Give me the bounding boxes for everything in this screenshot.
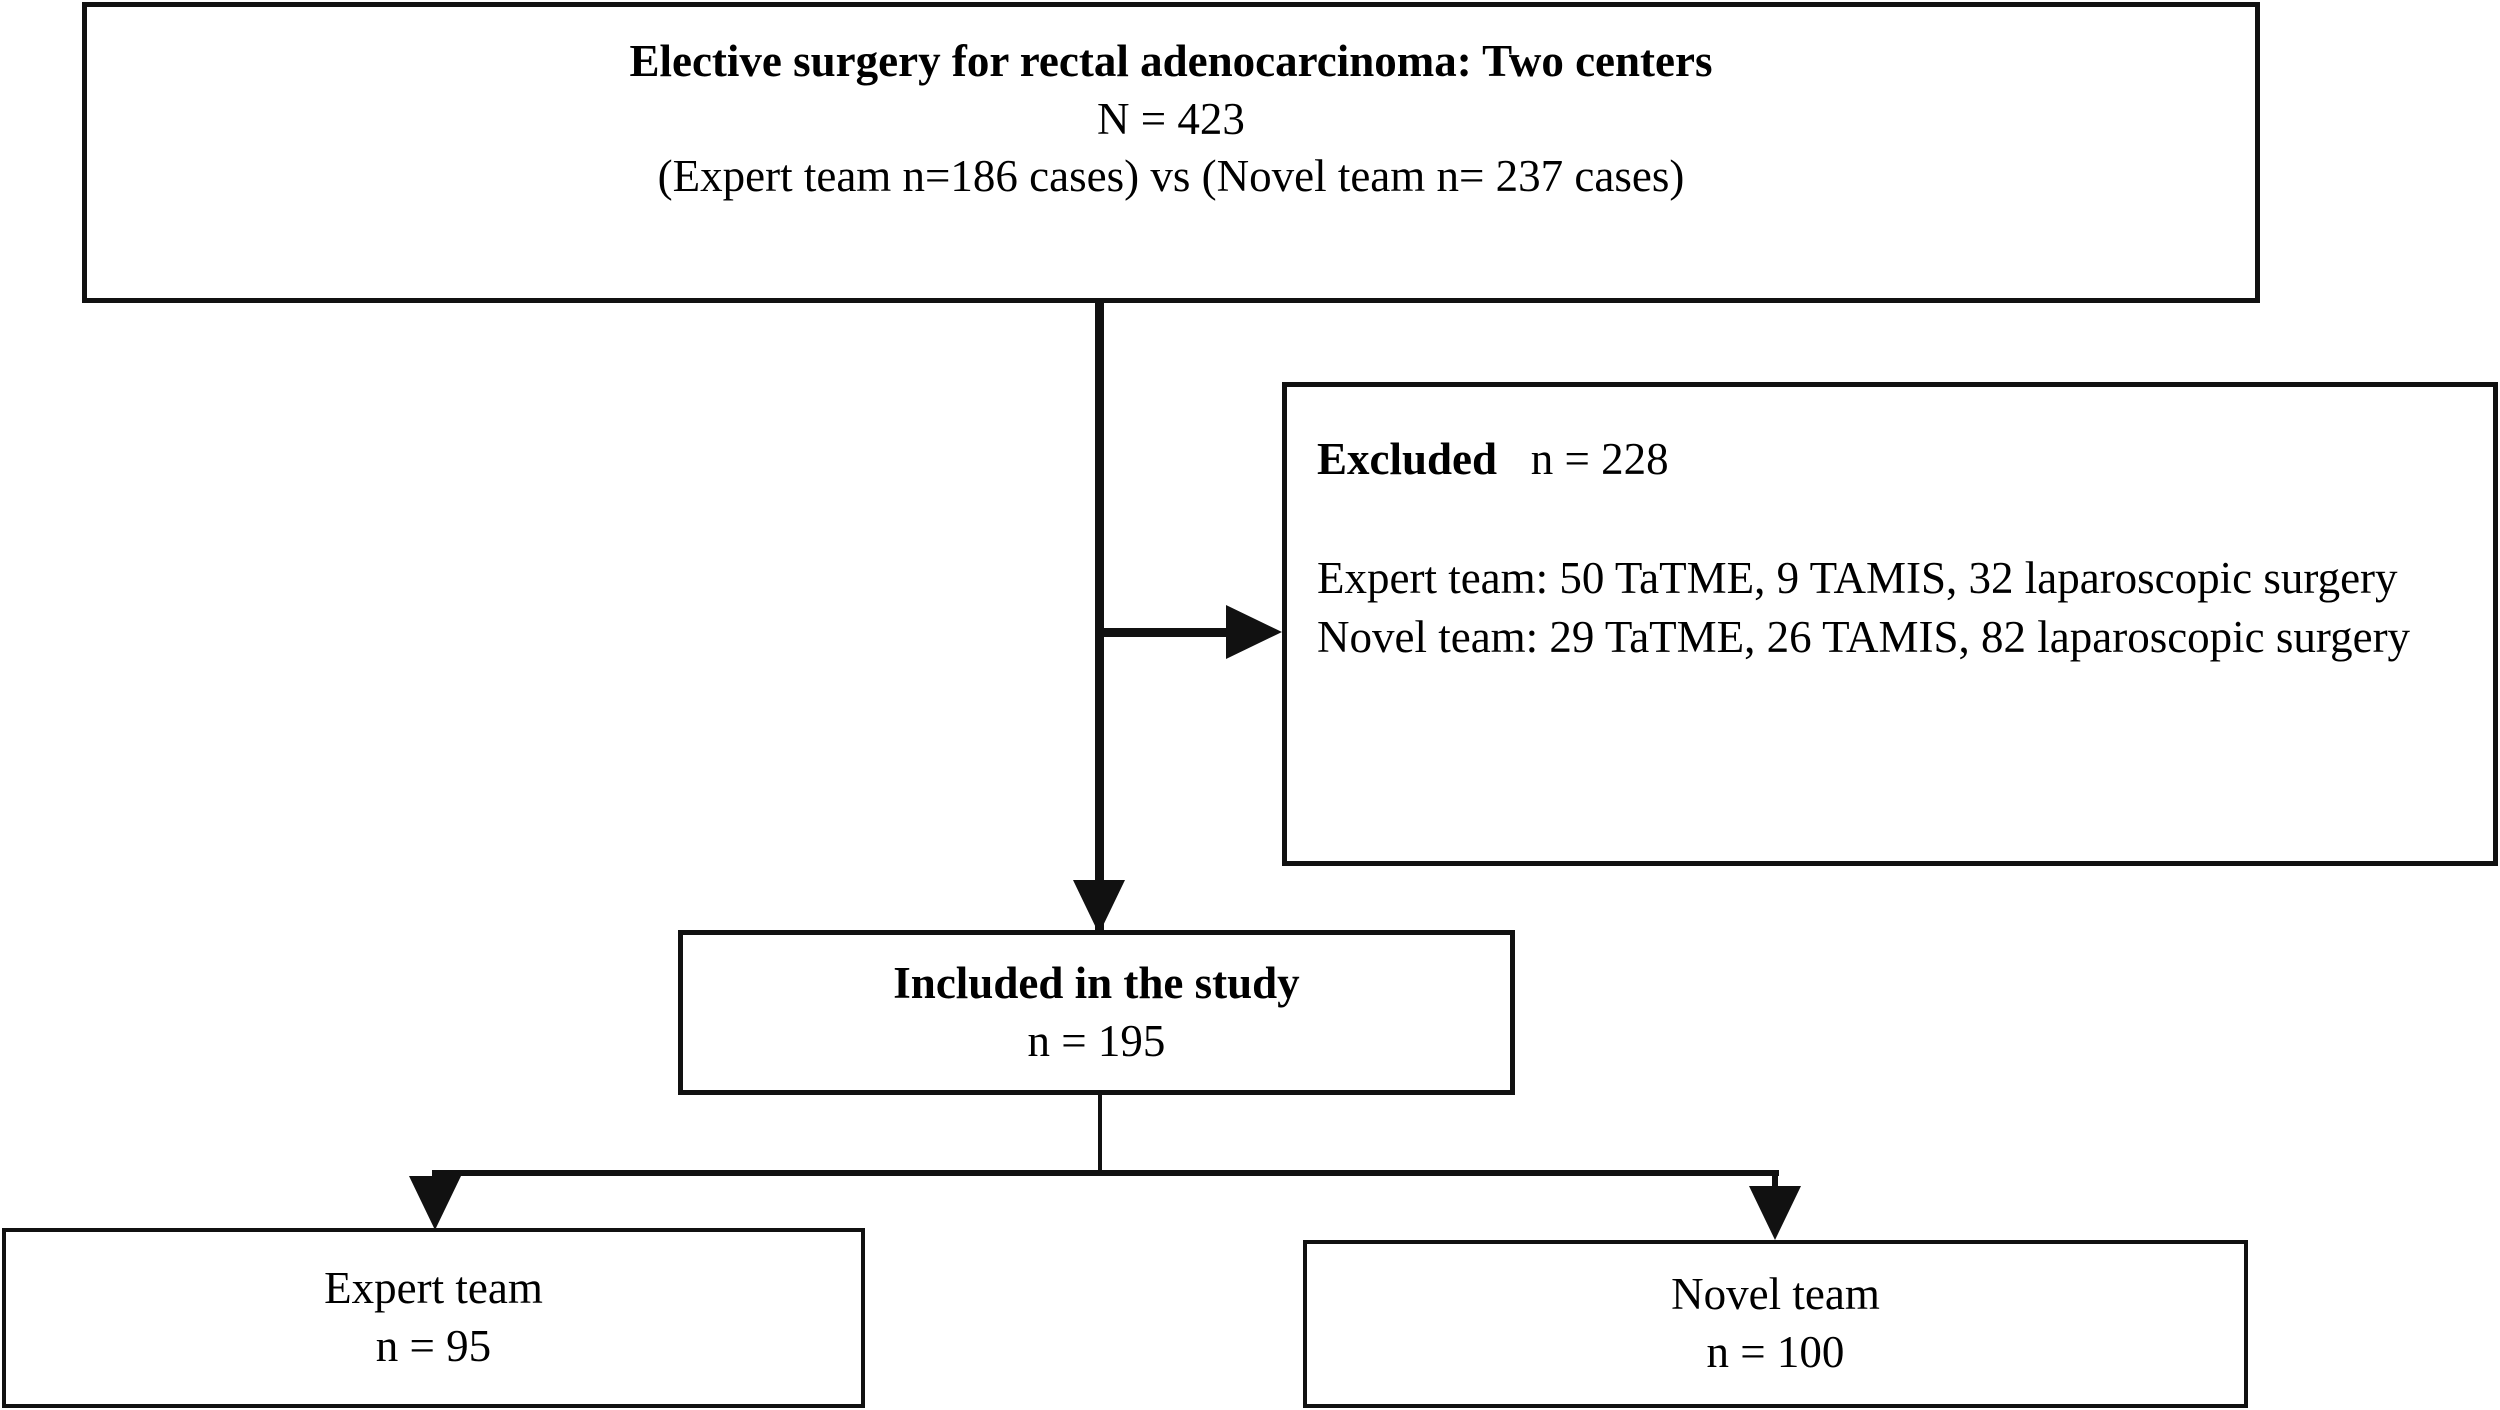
connector-enrollment-to-excluded xyxy=(1095,628,1247,637)
connector-enrollment-to-included xyxy=(1095,303,1104,933)
expert-team-count: n = 95 xyxy=(375,1321,492,1371)
expert-team-box: Expert team n = 95 xyxy=(2,1228,865,1408)
arrowhead-down-icon-novel xyxy=(1749,1186,1801,1240)
excluded-heading: Excluded n = 228 xyxy=(1317,431,2463,489)
enrollment-title: Elective surgery for rectal adenocarcino… xyxy=(629,36,1713,86)
excluded-heading-spacer xyxy=(1497,434,1531,484)
enrollment-breakdown: (Expert team n=186 cases) vs (Novel team… xyxy=(657,151,1685,202)
excluded-novel-detail: Novel team: 29 TaTME, 26 TAMIS, 82 lapar… xyxy=(1317,611,2411,662)
excluded-heading-label: Excluded xyxy=(1317,434,1498,484)
enrollment-box: Elective surgery for rectal adenocarcino… xyxy=(82,2,2260,303)
arrowhead-down-icon-expert xyxy=(409,1176,461,1230)
arrowhead-right-icon-excluded xyxy=(1226,605,1282,659)
novel-team-box: Novel team n = 100 xyxy=(1303,1240,2248,1408)
novel-team-title: Novel team xyxy=(1671,1269,1880,1320)
excluded-expert-detail: Expert team: 50 TaTME, 9 TAMIS, 32 lapar… xyxy=(1317,552,2398,603)
included-count: n = 195 xyxy=(1027,1015,1166,1066)
excluded-box: Excluded n = 228 Expert team: 50 TaTME, … xyxy=(1282,382,2498,866)
included-box: Included in the study n = 195 xyxy=(678,930,1515,1095)
connector-split-bar xyxy=(435,1170,1779,1176)
enrollment-total: N = 423 xyxy=(1097,93,1245,144)
excluded-heading-count: n = 228 xyxy=(1530,434,1669,484)
expert-team-title: Expert team xyxy=(324,1263,543,1314)
novel-team-count: n = 100 xyxy=(1706,1327,1845,1377)
arrowhead-down-icon-included xyxy=(1073,880,1125,934)
connector-included-stem xyxy=(1098,1095,1102,1173)
included-title: Included in the study xyxy=(893,957,1300,1008)
